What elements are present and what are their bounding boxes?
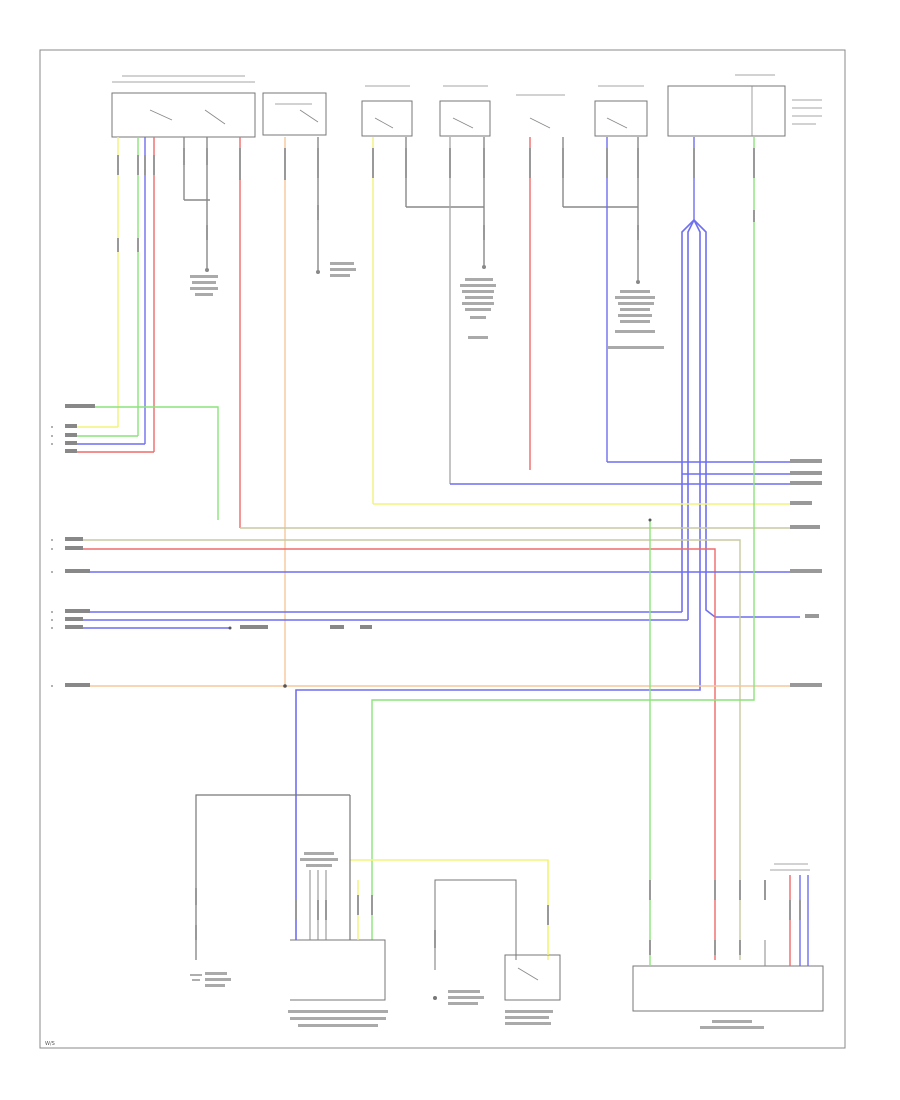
connector-ticks-top: [117, 148, 755, 252]
wire-drops-top: [117, 137, 755, 686]
bottom-module-left: [288, 840, 388, 1027]
top-switch-box-1: [111, 75, 256, 138]
top-switch-box-4: [439, 85, 491, 137]
top-switch-box-3: [361, 85, 413, 137]
left-wire-labels: [65, 404, 372, 687]
bottom-left-labels: [205, 972, 231, 987]
horizontal-wires: [65, 260, 800, 960]
bottom-module-right: [632, 863, 824, 1029]
left-edge-dots: [51, 426, 53, 687]
footer-code: W/S: [45, 1041, 55, 1047]
top-module-box: [667, 74, 822, 137]
top-switch-box-5: [516, 94, 565, 129]
connector-ticks-bottom: [195, 880, 801, 955]
ground-symbols: [205, 265, 640, 284]
annotation-blocks: [190, 262, 664, 349]
junction-dots: [228, 518, 652, 688]
diagram-frame: [39, 49, 846, 1049]
right-wire-labels: [790, 459, 822, 687]
top-switch-box-2: [262, 92, 327, 136]
bottom-switch-center: [433, 860, 561, 1025]
top-switch-box-6: [594, 85, 648, 137]
blue-harness-bundle: [295, 219, 800, 940]
